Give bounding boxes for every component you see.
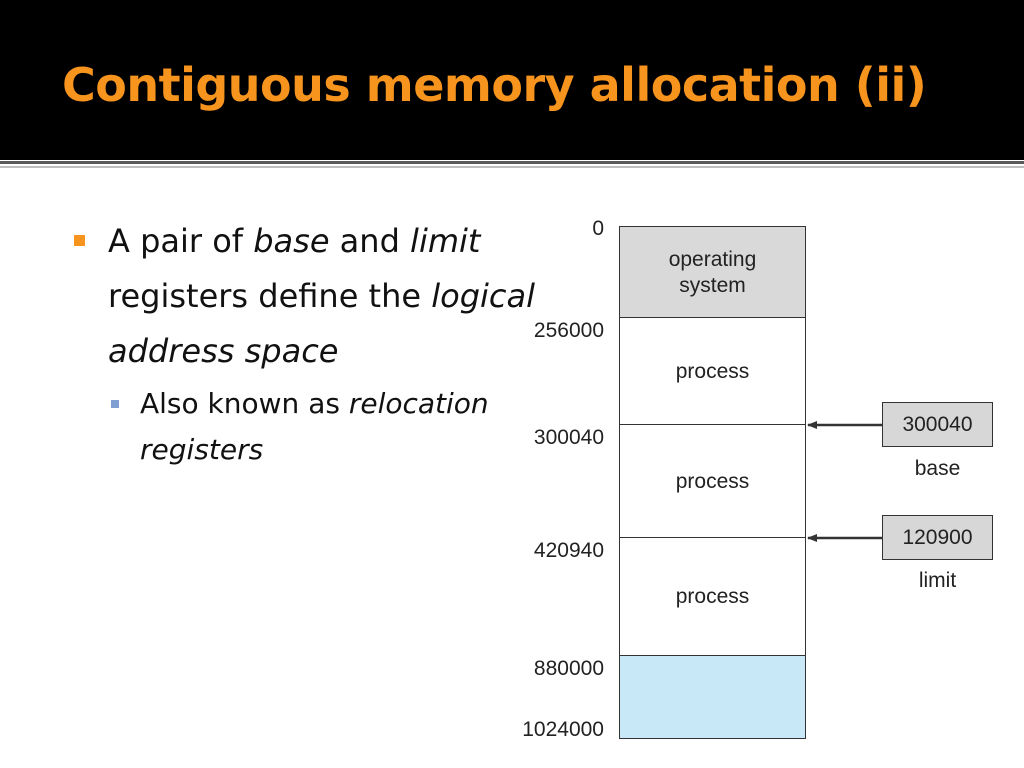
title-divider — [0, 161, 1024, 164]
term-relocation-registers: relocation registers — [140, 387, 489, 466]
address-label-0: 0 — [592, 217, 604, 240]
bullet-text: A pair of — [108, 222, 254, 260]
term-limit: limit — [410, 222, 481, 260]
slide-title: Contiguous memory allocation (ii) — [62, 58, 927, 112]
address-label-880000: 880000 — [533, 657, 604, 680]
address-label-300040: 300040 — [533, 426, 604, 449]
bullet-list: A pair of base and limit registers defin… — [74, 214, 578, 473]
limit-register-box: 120900 — [882, 515, 993, 560]
square-subbullet-icon — [111, 400, 119, 408]
bullet-item-2: Also known as relocation registers — [108, 381, 500, 473]
square-bullet-icon — [74, 235, 85, 246]
address-label-256000: 256000 — [533, 319, 604, 342]
memory-segment-process-3: process — [619, 537, 806, 657]
term-base: base — [253, 222, 330, 260]
address-label-1024000: 1024000 — [522, 718, 604, 741]
base-register-caption: base — [914, 457, 961, 480]
sub-bullet-text: Also known as — [140, 387, 349, 420]
bullet-text: registers define the — [108, 277, 432, 315]
base-register-box: 300040 — [882, 402, 993, 447]
limit-register-caption: limit — [918, 569, 957, 592]
address-label-420940: 420940 — [533, 539, 604, 562]
memory-segment-process-2: process — [619, 424, 806, 539]
memory-segment-free — [619, 655, 806, 739]
memory-segment-operating-system: operating system — [619, 226, 806, 319]
memory-segment-process-1: process — [619, 317, 806, 426]
title-bar: Contiguous memory allocation (ii) — [0, 0, 1024, 160]
bullet-text: and — [329, 222, 411, 260]
bullet-item-1: A pair of base and limit registers defin… — [74, 214, 578, 379]
term-logical-address-space: logical address space — [108, 277, 535, 370]
title-divider-light — [0, 166, 1024, 168]
